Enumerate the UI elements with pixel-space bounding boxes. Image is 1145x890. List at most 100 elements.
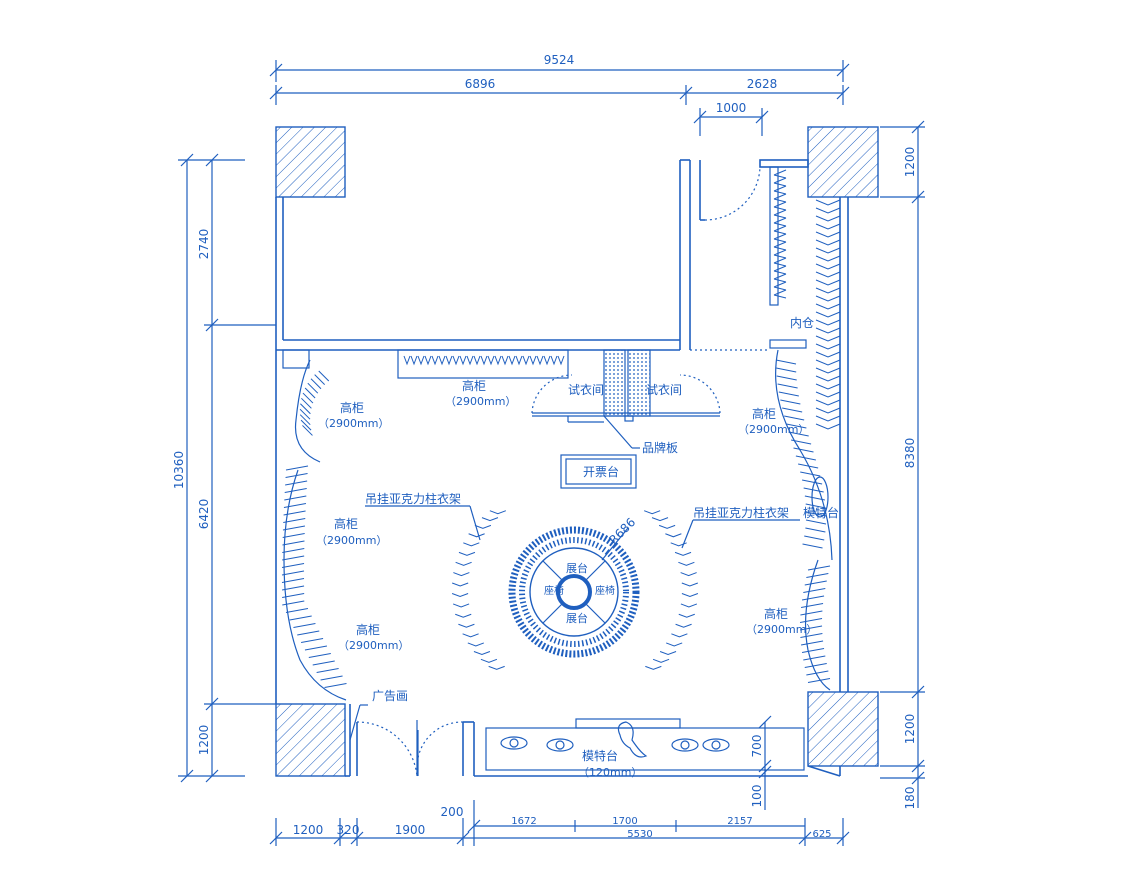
hanger <box>466 355 474 366</box>
hanger <box>300 403 311 415</box>
hanger <box>666 642 683 647</box>
hanger <box>283 503 307 508</box>
hanger <box>645 665 662 670</box>
dim-bottom-7: 2157 <box>727 816 752 827</box>
hanger <box>281 578 305 583</box>
hanger <box>314 374 326 385</box>
hanger <box>678 613 695 618</box>
hanger <box>804 663 827 668</box>
hanger <box>815 231 841 238</box>
dim-bottom-1: 1200 <box>293 823 324 837</box>
hanger <box>459 355 467 366</box>
hanger <box>798 463 819 469</box>
hanger <box>801 648 825 653</box>
seat-left-label: 座椅 <box>544 584 564 597</box>
storage-door <box>704 166 761 221</box>
column-top-left <box>275 126 346 198</box>
top-wall-cabinets <box>282 349 569 379</box>
hanger <box>474 524 492 529</box>
hanger <box>815 207 841 214</box>
hanger <box>803 655 826 661</box>
hanger <box>300 638 324 643</box>
dim-bottom-8: 5530 <box>627 829 652 840</box>
hanger <box>815 239 841 246</box>
fitting-room-1-label: 试衣间 <box>568 382 604 397</box>
hanger <box>304 387 316 399</box>
dim-platform-gap: 100 <box>750 785 764 808</box>
storage-racks <box>769 166 841 430</box>
rack-left-label: 吊挂亚克力柱衣架 <box>365 491 461 506</box>
hanger <box>281 563 305 568</box>
hanger <box>467 642 484 647</box>
hanger <box>678 561 695 566</box>
hanger <box>473 355 481 366</box>
rack-left-leader-tail <box>469 505 481 541</box>
hanger <box>773 265 787 275</box>
hanger <box>773 281 787 291</box>
left-dimension-split: 2740 6420 1200 <box>197 153 276 783</box>
column-bottom-right <box>807 691 879 767</box>
hanger <box>681 593 699 598</box>
hanger <box>302 392 314 404</box>
hanger <box>815 351 841 358</box>
ad-panel <box>349 704 368 741</box>
hanger <box>815 375 841 382</box>
hanger <box>799 618 823 623</box>
right-curved-cabinets <box>775 349 833 691</box>
hanger <box>453 572 470 577</box>
hanger <box>304 645 328 651</box>
hanger <box>815 391 841 398</box>
hanger <box>282 600 305 606</box>
hanger <box>815 247 841 254</box>
hanger <box>815 303 841 310</box>
dim-bottom-6: 1700 <box>612 816 637 827</box>
hanger <box>281 585 305 591</box>
right-cabinet-1-label: 高柜 <box>752 406 776 421</box>
hanger <box>815 407 841 414</box>
hanger <box>480 658 498 663</box>
hanger <box>452 582 469 587</box>
hanger <box>285 480 308 486</box>
hanger <box>659 651 677 656</box>
top-dimension-total: 9524 <box>269 53 850 82</box>
dim-right-mid: 8380 <box>903 438 917 469</box>
hanger <box>815 367 841 374</box>
hanger <box>773 217 787 227</box>
hanger <box>302 425 313 436</box>
hanger <box>501 355 509 366</box>
cashier-counter <box>560 454 637 489</box>
dim-left-total: 10360 <box>172 451 186 489</box>
hanger <box>300 419 312 431</box>
hanger <box>417 355 425 366</box>
hanger <box>815 343 841 350</box>
hanger <box>780 399 801 405</box>
hanger <box>652 658 670 663</box>
model-stand-bottom <box>485 718 805 771</box>
hanger <box>674 551 692 556</box>
hanger <box>481 517 499 522</box>
top-dimension-split: 6896 2628 <box>269 77 850 105</box>
hanger <box>803 588 826 593</box>
hanger <box>777 383 798 389</box>
hanger <box>773 201 787 211</box>
hanger <box>815 327 841 334</box>
column-bottom-left <box>275 703 346 777</box>
top-cabinet-label: 高柜 <box>462 378 486 393</box>
hanger <box>529 355 537 366</box>
left-cabinet-1-size: （2900mm） <box>318 417 389 430</box>
model-stand-right-label: 模特台 <box>803 505 839 520</box>
hanger <box>455 561 472 566</box>
hanger <box>804 535 825 541</box>
right-cabinet-2-size: （2900mm） <box>746 623 817 636</box>
hanger <box>800 471 821 477</box>
hanger <box>658 524 676 529</box>
hanger <box>799 625 823 631</box>
hanger <box>318 370 330 382</box>
hanger <box>462 633 479 638</box>
hanger <box>284 488 307 493</box>
hanger <box>515 355 523 366</box>
left-curved-cabinets <box>281 359 347 701</box>
hanger <box>651 517 669 522</box>
storage-shelf <box>769 339 807 349</box>
hanger <box>297 630 320 636</box>
